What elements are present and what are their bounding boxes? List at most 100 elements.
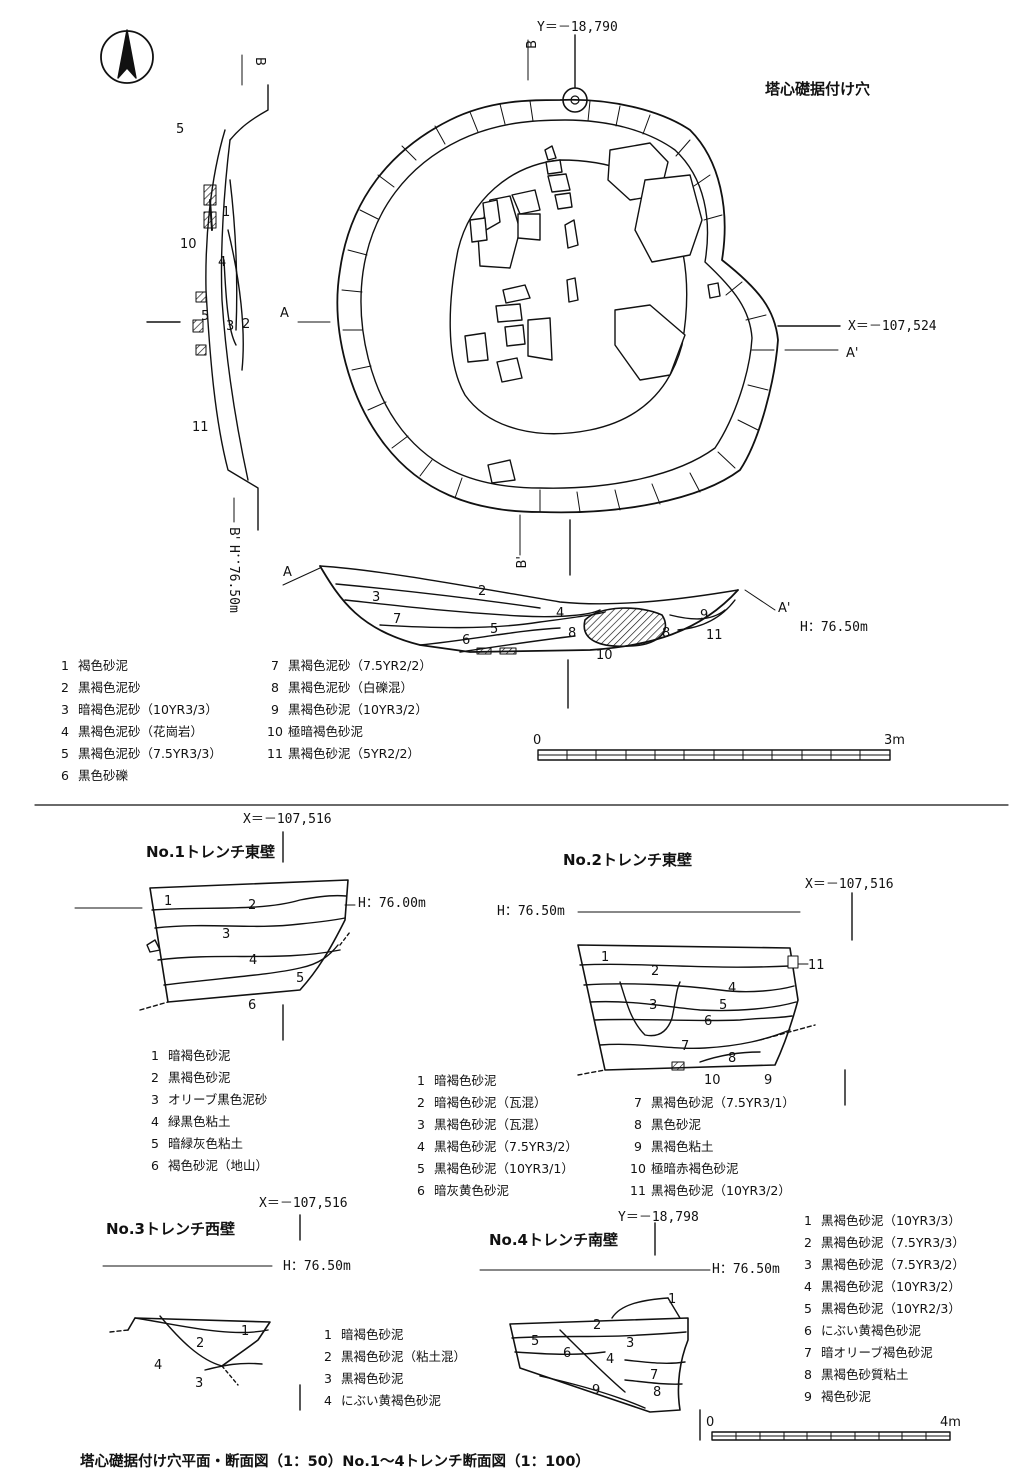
t4-num: 4 bbox=[606, 1352, 615, 1367]
asec-num-2: 2 bbox=[478, 584, 487, 599]
label-a-section: A bbox=[283, 565, 292, 580]
t4-num: 7 bbox=[650, 1368, 659, 1383]
t2-title: No.2トレンチ東壁 bbox=[563, 851, 692, 869]
scale-3m-start: 0 bbox=[533, 733, 542, 748]
t2-num: 3 bbox=[649, 998, 658, 1013]
elevation-vertical: H：76.50m bbox=[226, 545, 241, 613]
t2-num: 8 bbox=[728, 1051, 737, 1066]
t2-num: 10 bbox=[704, 1073, 721, 1088]
north-arrow-icon bbox=[100, 29, 154, 84]
asec-num-5: 5 bbox=[490, 622, 499, 637]
asec-num-6: 6 bbox=[462, 633, 471, 648]
label-b-plan: B bbox=[525, 40, 540, 49]
t2-coord: X＝－107,516 bbox=[805, 877, 894, 892]
bsec-num-2: 2 bbox=[242, 317, 251, 332]
bsec-num-10: 10 bbox=[180, 237, 197, 252]
t2-num: 1 bbox=[601, 950, 610, 965]
elevation-a-section: H：76.50m bbox=[800, 620, 868, 635]
label-a-prime: A' bbox=[846, 346, 859, 361]
label-a: A bbox=[280, 306, 289, 321]
t4-num: 2 bbox=[593, 1318, 602, 1333]
figure-caption: 塔心礎据付け穴平面・断面図（1：50）No.1～4トレンチ断面図（1：100） bbox=[80, 1454, 590, 1470]
t2-num: 4 bbox=[728, 981, 737, 996]
asec-num-7: 7 bbox=[393, 612, 402, 627]
t2-num: 11 bbox=[808, 958, 825, 973]
t1-num: 2 bbox=[248, 898, 257, 913]
asec-num-8b: 8 bbox=[662, 626, 671, 641]
section-a-a bbox=[282, 565, 776, 655]
t1-title: No.1トレンチ東壁 bbox=[146, 843, 275, 861]
t3-num: 1 bbox=[241, 1324, 250, 1339]
coord-y-label: Y＝－18,790 bbox=[537, 20, 618, 35]
t1-num: 4 bbox=[249, 953, 258, 968]
t3-elevation: H：76.50m bbox=[283, 1259, 351, 1274]
t3-num: 4 bbox=[154, 1358, 163, 1373]
t4-num: 8 bbox=[653, 1385, 662, 1400]
t4-num: 1 bbox=[668, 1292, 677, 1307]
t4-num: 5 bbox=[531, 1334, 540, 1349]
scale-4m-end: 4m bbox=[940, 1415, 961, 1430]
scale-bar-4m bbox=[711, 1431, 951, 1441]
t1-elevation: H：76.00m bbox=[358, 896, 426, 911]
coord-x-label: X＝－107,524 bbox=[848, 319, 937, 334]
scale-bar-3m bbox=[537, 749, 891, 761]
t2-num: 9 bbox=[764, 1073, 773, 1088]
t1-num: 1 bbox=[164, 894, 173, 909]
label-b-prime-section: B' bbox=[226, 527, 241, 540]
t1-num: 3 bbox=[222, 927, 231, 942]
bsec-num-4: 4 bbox=[218, 255, 227, 270]
t4-num: 6 bbox=[563, 1346, 572, 1361]
t2-num: 6 bbox=[704, 1014, 713, 1029]
t1-num: 5 bbox=[296, 971, 305, 986]
bsec-num-3: 3 bbox=[226, 319, 235, 334]
trench-3-section bbox=[102, 1214, 301, 1411]
pit-plan-view bbox=[297, 34, 841, 709]
bsec-num-1: 1 bbox=[222, 205, 231, 220]
t4-elevation: H：76.50m bbox=[712, 1262, 780, 1277]
t4-num: 3 bbox=[626, 1336, 635, 1351]
bsec-num-5s: 5 bbox=[176, 122, 185, 137]
t3-num: 2 bbox=[196, 1336, 205, 1351]
scale-4m-start: 0 bbox=[706, 1415, 715, 1430]
label-b-section: B bbox=[252, 57, 267, 66]
pit-title: 塔心礎据付け穴 bbox=[765, 80, 871, 98]
asec-num-3: 3 bbox=[372, 590, 381, 605]
section-b-b bbox=[146, 54, 269, 531]
t1-coord: X＝－107,516 bbox=[243, 812, 332, 827]
trench-4-section bbox=[479, 1222, 711, 1441]
